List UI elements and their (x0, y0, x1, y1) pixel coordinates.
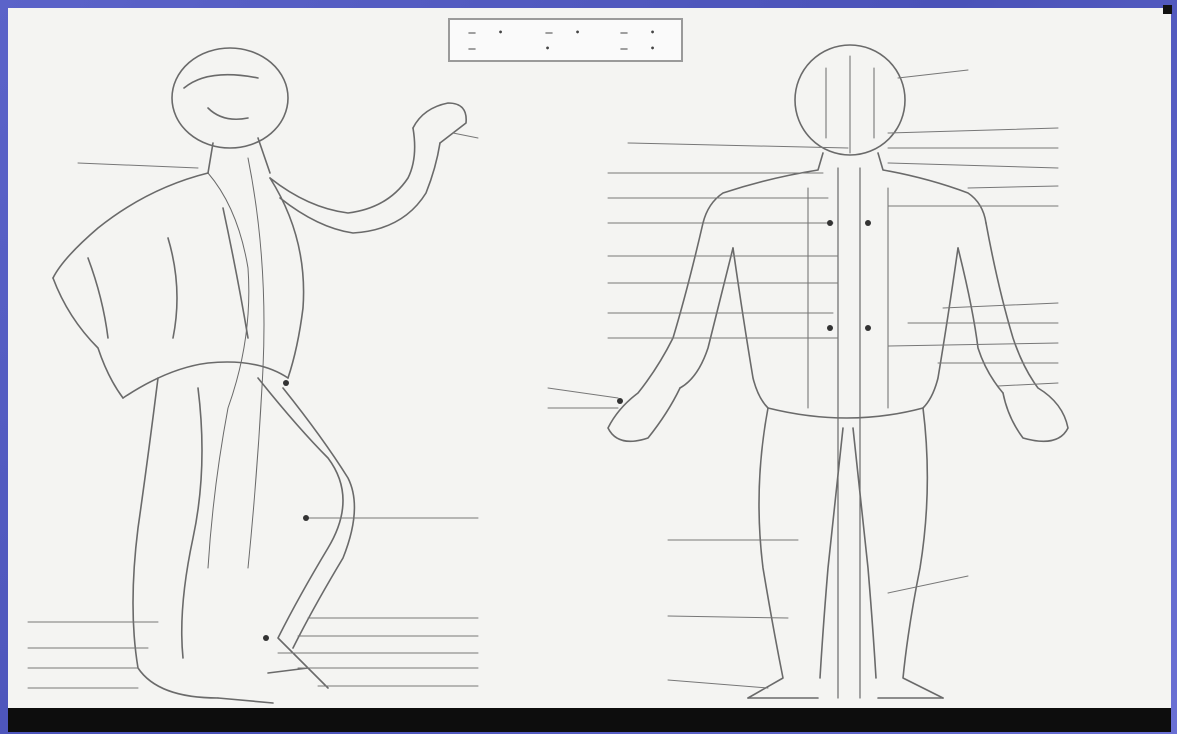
acupuncture-figures (8, 8, 1171, 708)
legend-item: — (468, 28, 476, 37)
legend-item: — (545, 28, 553, 37)
right-figure (608, 45, 1068, 698)
legend-item: • (498, 28, 503, 37)
window-corner-marker (1163, 5, 1172, 14)
diagram-canvas: — • — • — • — • — • (8, 8, 1171, 708)
footer-bar (8, 708, 1171, 732)
left-figure (53, 48, 466, 703)
right-leader-lines (548, 70, 1058, 688)
legend-item: • (650, 44, 655, 53)
legend-item: — (468, 44, 476, 53)
legend-item: — (620, 44, 628, 53)
left-leader-lines (28, 133, 478, 688)
legend-item: — (620, 28, 628, 37)
legend-item: • (575, 28, 580, 37)
legend-box: — • — • — • — • — • (448, 18, 683, 62)
legend-item: • (545, 44, 550, 53)
legend-item: • (650, 28, 655, 37)
